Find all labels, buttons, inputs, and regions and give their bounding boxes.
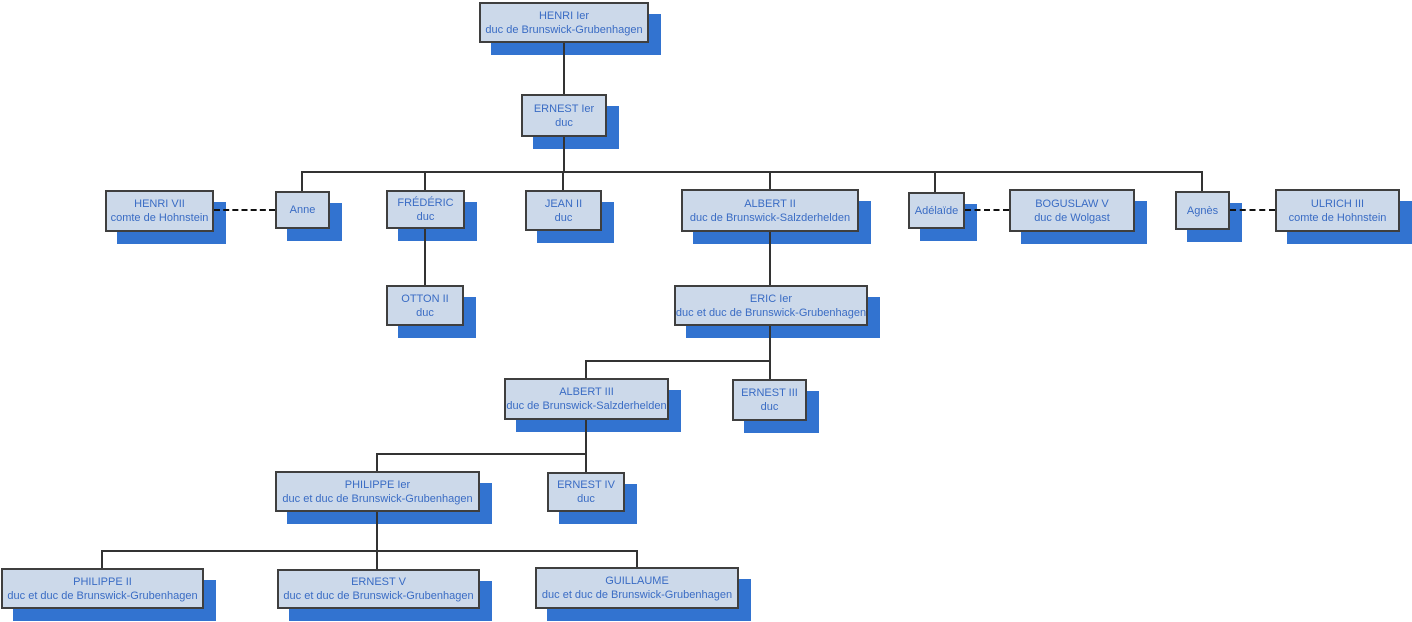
connector-drop-philippe-1er — [376, 453, 378, 471]
node-ernest-iii[interactable]: ERNEST III duc — [732, 379, 807, 421]
person-title: comte de Hohnstein — [1288, 211, 1387, 224]
connector-gen5-sibling-bar — [586, 360, 770, 362]
person-name: ERNEST V — [351, 576, 406, 588]
connector-frederic-otton-ii — [424, 229, 426, 285]
person-title: comte de Hohnstein — [110, 212, 209, 224]
node-otton-ii[interactable]: OTTON II duc — [386, 285, 464, 326]
node-agnes[interactable]: Agnès — [1175, 191, 1230, 230]
person-name: ERIC Ier — [749, 292, 793, 305]
node-boguslaw-v[interactable]: BOGUSLAW V duc de Wolgast — [1009, 189, 1135, 232]
connector-drop-adelaide — [934, 171, 936, 192]
connector-drop-ernest-v — [376, 550, 378, 569]
node-albert-iii[interactable]: ALBERT III duc de Brunswick-Salzderhelde… — [504, 378, 669, 420]
node-jean-ii[interactable]: JEAN II duc — [525, 190, 602, 231]
person-title: duc — [416, 306, 434, 319]
marriage-link-agnes-ulrich-iii — [1230, 209, 1275, 211]
connector-henri1er-ernest1er — [563, 43, 565, 94]
node-ernest-1er[interactable]: ERNEST Ier duc — [521, 94, 607, 137]
node-henri-vii[interactable]: HENRI VII comte de Hohnstein — [105, 190, 214, 232]
connector-gen6-sibling-bar — [377, 453, 587, 455]
node-philippe-ii[interactable]: PHILIPPE II duc et duc de Brunswick-Grub… — [1, 568, 204, 609]
connector-albert-ii-eric1er — [769, 232, 771, 285]
connector-drop-albert-ii — [769, 171, 771, 189]
person-title: duc — [555, 116, 573, 129]
node-ulrich-iii[interactable]: ULRICH III comte de Hohnstein — [1275, 189, 1400, 232]
person-name: JEAN II — [544, 197, 583, 210]
connector-drop-philippe-ii — [101, 550, 103, 568]
person-name: PHILIPPE II — [73, 575, 132, 588]
person-name: Adélaïde — [914, 204, 959, 217]
marriage-link-henri-vii-anne — [214, 209, 275, 211]
person-title: duc de Brunswick-Grubenhagen — [485, 23, 643, 36]
person-title: duc — [554, 211, 573, 224]
person-name: Agnès — [1186, 204, 1219, 217]
person-name: ALBERT II — [744, 197, 796, 210]
person-title: duc et duc de Brunswick-Grubenhagen — [283, 590, 474, 602]
connector-eric1er-ernest-iii — [769, 326, 771, 379]
person-title: duc de Brunswick-Salzderhelden — [689, 211, 851, 224]
person-name: BOGUSLAW V — [1035, 197, 1109, 210]
connector-drop-agnes — [1201, 171, 1203, 191]
person-name: Anne — [289, 204, 316, 216]
person-title: duc et duc de Brunswick-Grubenhagen — [282, 492, 473, 505]
node-frederic[interactable]: FRÉDÉRIC duc — [386, 190, 465, 229]
node-adelaide[interactable]: Adélaïde — [908, 192, 965, 229]
connector-gen3-sibling-bar — [302, 171, 1203, 173]
person-name: HENRI VII — [134, 198, 185, 210]
connector-philippe-1er-down — [376, 512, 378, 550]
person-title: duc et duc de Brunswick-Grubenhagen — [541, 589, 733, 601]
person-name: PHILIPPE Ier — [344, 478, 411, 491]
node-anne[interactable]: Anne — [275, 191, 330, 229]
person-title: duc et duc de Brunswick-Grubenhagen — [7, 589, 198, 602]
node-eric-1er[interactable]: ERIC Ier duc et duc de Brunswick-Grubenh… — [674, 285, 868, 326]
person-name: ULRICH III — [1310, 197, 1365, 210]
person-name: FRÉDÉRIC — [397, 196, 454, 209]
person-name: OTTON II — [401, 292, 449, 305]
node-philippe-1er[interactable]: PHILIPPE Ier duc et duc de Brunswick-Gru… — [275, 471, 480, 512]
person-name: GUILLAUME — [605, 575, 669, 587]
connector-gen7-sibling-bar — [102, 550, 638, 552]
connector-drop-frederic — [424, 171, 426, 190]
person-title: duc et duc de Brunswick-Grubenhagen — [675, 306, 867, 319]
node-albert-ii[interactable]: ALBERT II duc de Brunswick-Salzderhelden — [681, 189, 859, 232]
person-title: duc de Brunswick-Salzderhelden — [506, 400, 667, 412]
connector-ernest1er-down — [563, 137, 565, 171]
connector-drop-albert-iii — [585, 360, 587, 378]
node-guillaume[interactable]: GUILLAUME duc et duc de Brunswick-Gruben… — [535, 567, 739, 609]
person-name: ERNEST Ier — [533, 102, 595, 115]
node-henri-1er[interactable]: HENRI Ier duc de Brunswick-Grubenhagen — [479, 2, 649, 43]
person-name: ERNEST III — [741, 387, 798, 399]
connector-drop-ernest-iv — [585, 453, 587, 472]
node-ernest-v[interactable]: ERNEST V duc et duc de Brunswick-Grubenh… — [277, 569, 480, 609]
person-name: ALBERT III — [559, 386, 614, 398]
connector-drop-guillaume — [636, 550, 638, 567]
node-ernest-iv[interactable]: ERNEST IV duc — [547, 472, 625, 512]
marriage-link-adelaide-boguslaw-v — [965, 209, 1009, 211]
person-name: HENRI Ier — [538, 9, 590, 22]
connector-drop-jean-ii — [562, 171, 564, 190]
person-title: duc — [760, 401, 779, 413]
person-title: duc — [577, 493, 595, 505]
connector-albert-iii-down — [585, 420, 587, 453]
connector-drop-anne — [301, 171, 303, 191]
person-name: ERNEST IV — [557, 479, 615, 491]
person-title: duc de Wolgast — [1034, 211, 1110, 224]
person-title: duc — [416, 210, 435, 223]
